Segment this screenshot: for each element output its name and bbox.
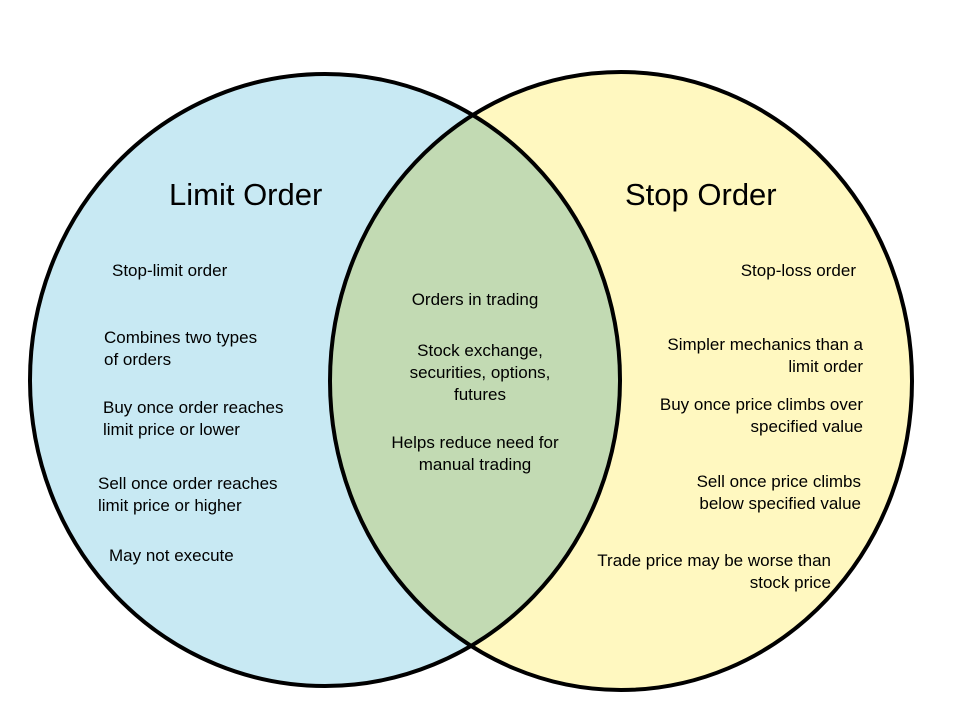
left-item: May not execute xyxy=(109,546,234,565)
left-item: Sell once order reaches limit price or h… xyxy=(98,474,278,515)
limit-order-outline xyxy=(28,72,622,688)
right-item: Stop-loss order xyxy=(740,261,856,280)
center-item: Helps reduce need for manual trading xyxy=(391,433,559,474)
left-item: Combines two types of orders xyxy=(104,328,258,369)
center-item: Orders in trading xyxy=(411,290,539,309)
left-item: Stop-limit order xyxy=(112,261,228,280)
center-item: Stock exchange, securities, options, fut… xyxy=(409,341,551,404)
right-item: Simpler mechanics than a limit order xyxy=(667,335,863,376)
stop-order-title: Stop Order xyxy=(625,177,777,212)
right-item: Trade price may be worse than stock pric… xyxy=(597,551,831,592)
limit-order-title: Limit Order xyxy=(169,177,323,212)
overlap-region xyxy=(330,74,620,686)
left-item: Buy once order reaches limit price or lo… xyxy=(103,398,284,439)
stop-order-outline xyxy=(328,70,914,692)
right-item: Buy once price climbs over specified val… xyxy=(659,395,863,436)
right-item: Sell once price climbs below specified v… xyxy=(696,472,861,513)
